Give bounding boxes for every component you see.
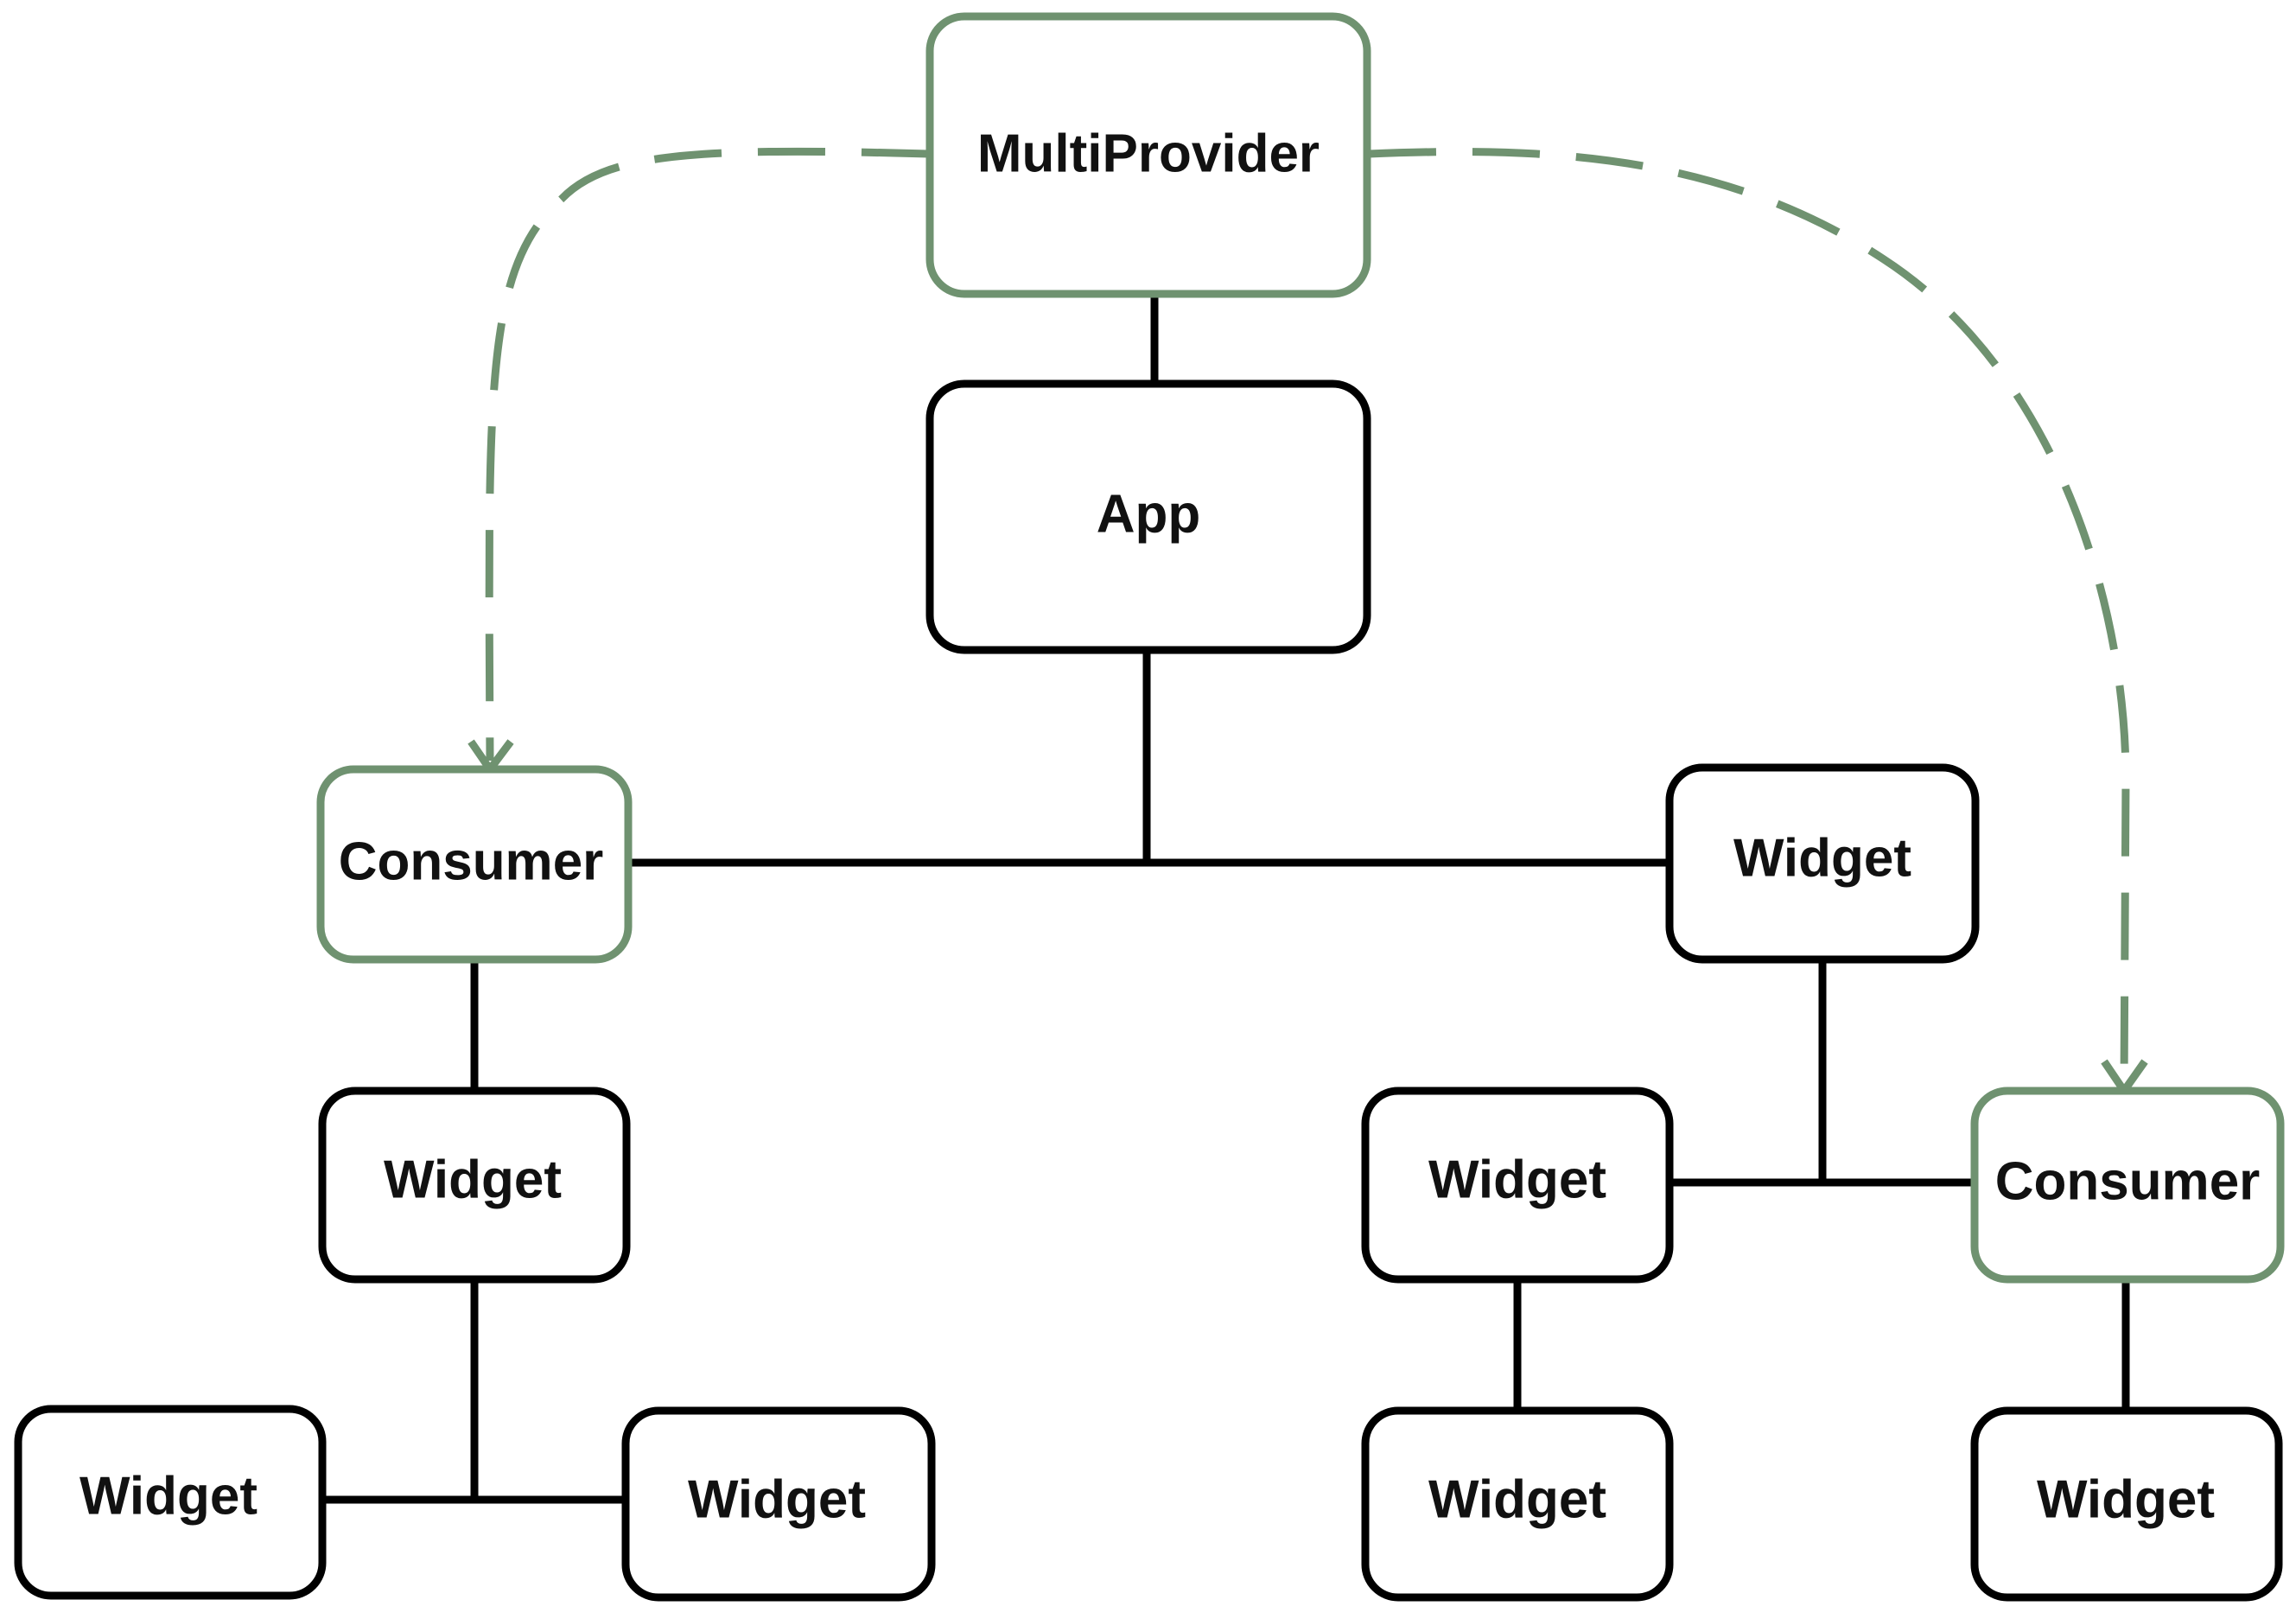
node-box [925,12,1371,298]
node-label: MultiProvider [977,124,1320,184]
node-label: Widget [688,1470,866,1530]
node-widget-bottom-4: Widget [1970,1406,2283,1602]
node-box [14,1405,327,1600]
node-label: Widget [1733,829,1911,889]
node-box [316,765,633,964]
provider-arrow-right [1368,148,2130,1088]
node-box [1970,1087,2285,1284]
node-app: App [925,379,1371,654]
node-box [1361,1406,1674,1602]
node-consumer-right: Consumer [1970,1087,2285,1284]
node-multiprovider: MultiProvider [925,12,1371,298]
tree-connectors [324,294,2130,1504]
node-label: Widget [384,1151,562,1210]
node-widget-left-mid: Widget [318,1087,631,1284]
node-label: Widget [2037,1470,2215,1530]
node-label: Consumer [339,832,604,892]
node-box [1665,763,1980,964]
node-widget-bottom-3: Widget [1361,1406,1674,1602]
node-label: Widget [1428,1151,1606,1210]
node-box [318,1087,631,1284]
node-label: Widget [1428,1470,1606,1530]
provider-arrow-left [485,147,930,762]
node-widget-right-mid: Widget [1361,1087,1674,1284]
node-box [1970,1406,2283,1602]
node-widget-right-top: Widget [1665,763,1980,964]
node-box [621,1406,936,1602]
arrowhead-right [2101,1059,2148,1098]
node-label: App [1097,485,1201,545]
node-widget-bottom-1: Widget [14,1405,327,1600]
node-label: Consumer [1995,1152,2261,1212]
node-label: Widget [80,1467,258,1527]
node-box [1361,1087,1674,1284]
node-widget-bottom-2: Widget [621,1406,936,1602]
node-box [925,379,1371,654]
provider-arrows [485,147,2130,1088]
node-consumer-left: Consumer [316,765,633,964]
